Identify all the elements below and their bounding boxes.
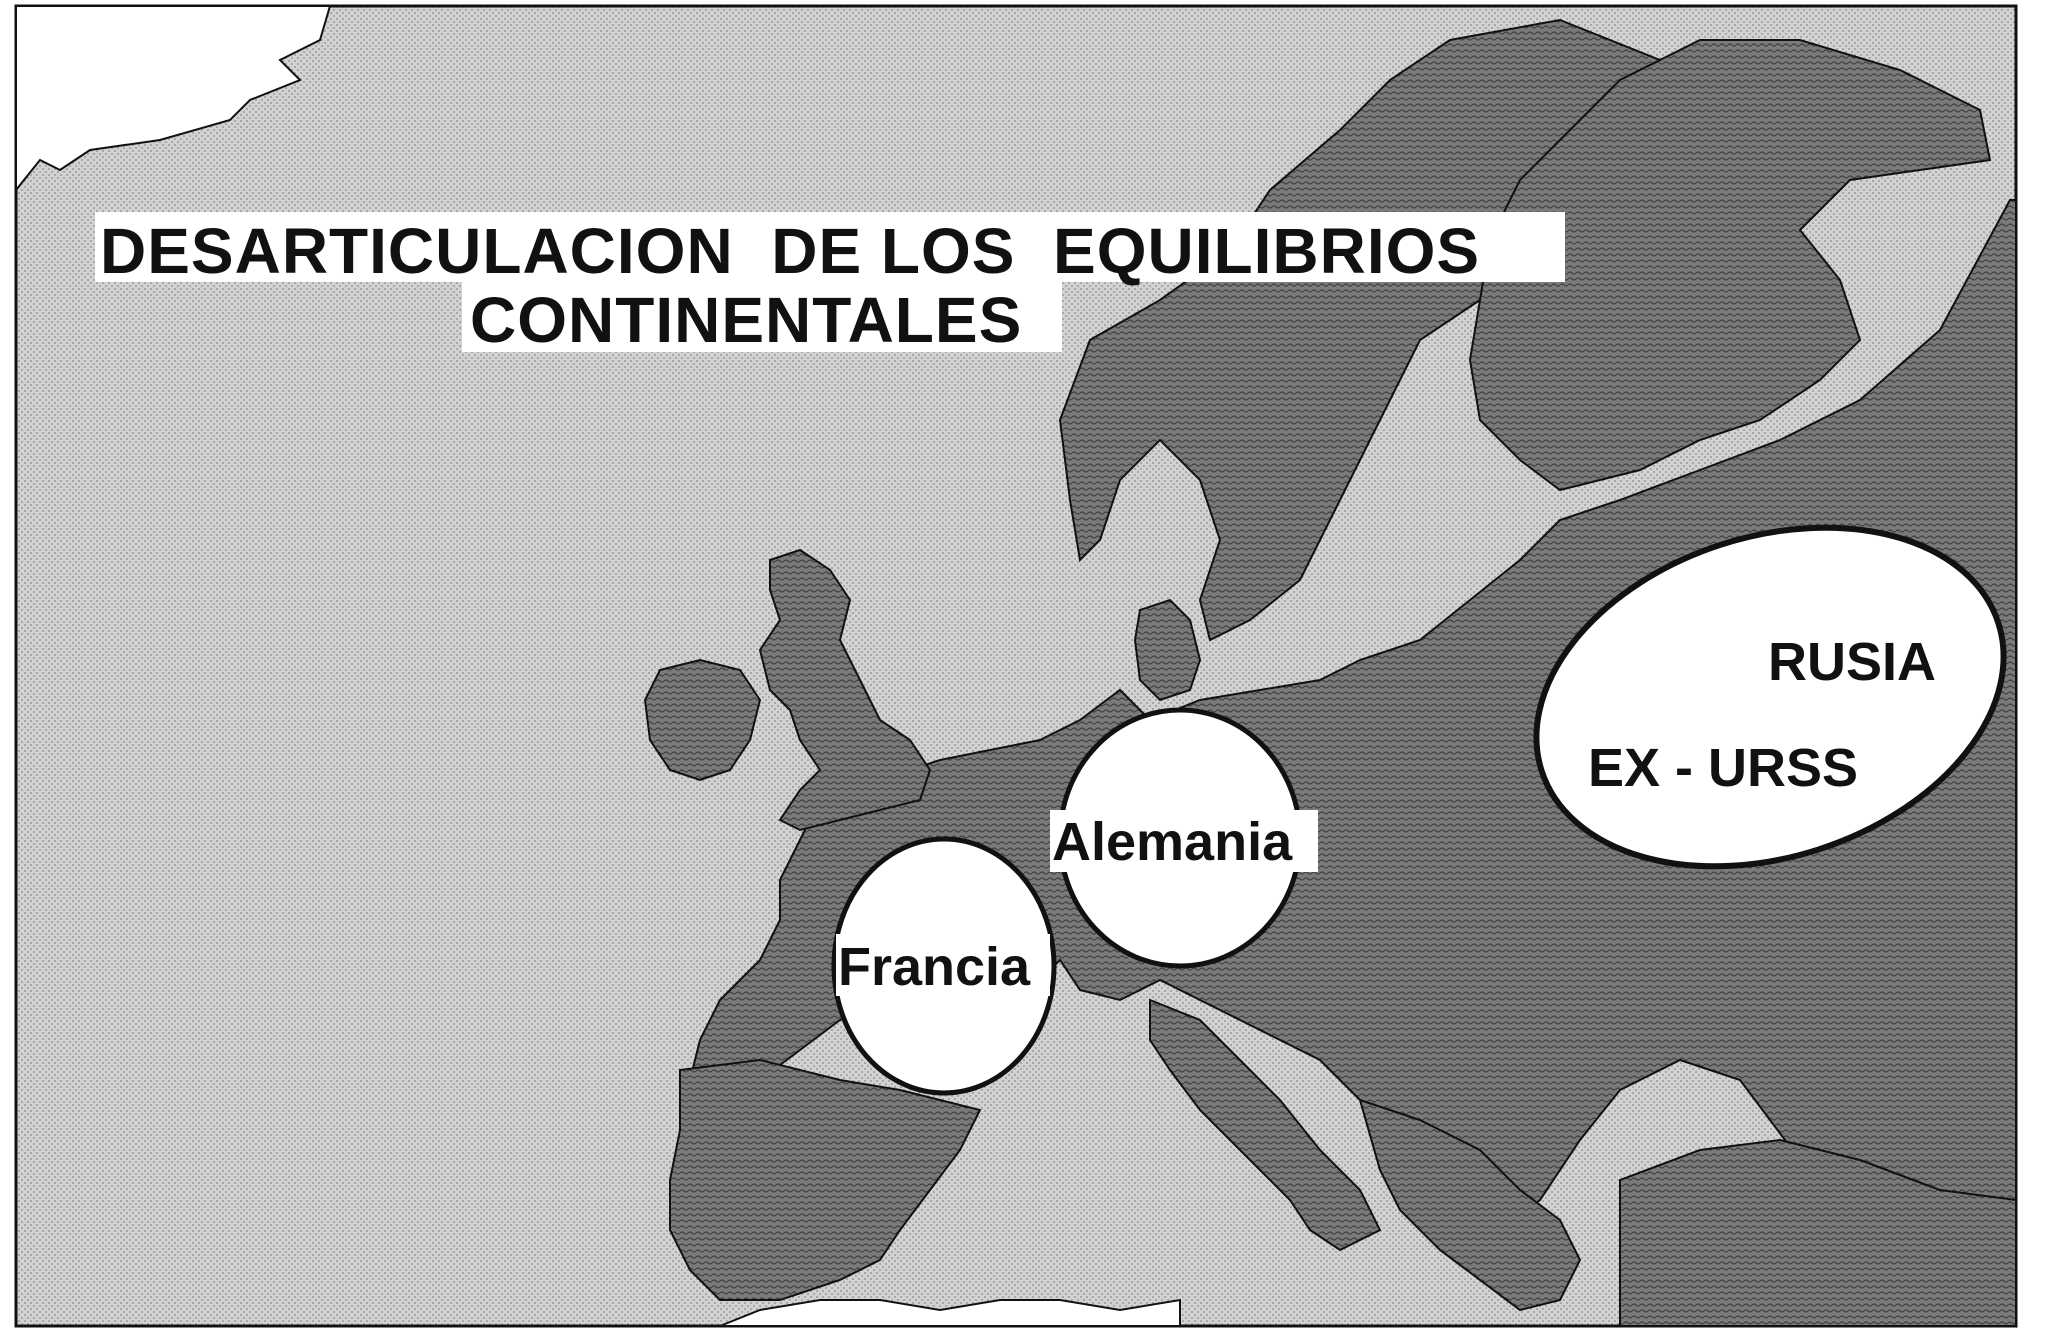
great-britain — [758, 548, 932, 832]
map-title-line1: DESARTICULACION DE LOS EQUILIBRIOS — [100, 215, 1480, 287]
north-africa — [719, 1298, 1181, 1327]
title-background-2 — [462, 282, 1062, 352]
russia-highlight — [1533, 524, 2007, 870]
ex-urss-label: EX - URSS — [1588, 738, 1858, 798]
alemania-label: Alemania — [1052, 812, 1293, 872]
anatolia — [1619, 1138, 2017, 1327]
iberian-peninsula — [669, 1058, 982, 1301]
balkans — [1358, 1098, 1582, 1312]
finland-north-russia — [1468, 39, 1992, 492]
rusia-label: RUSIA — [1768, 632, 1936, 692]
title-background — [95, 212, 1565, 282]
ireland — [643, 658, 762, 782]
francia-label-bg — [836, 934, 1050, 996]
coastline-fragment — [15, 5, 332, 193]
denmark — [1133, 598, 1202, 702]
italy — [1149, 998, 1382, 1252]
francia-label: Francia — [838, 937, 1031, 997]
alemania-label-bg — [1050, 810, 1318, 872]
map-title-line2: CONTINENTALES — [470, 284, 1022, 356]
